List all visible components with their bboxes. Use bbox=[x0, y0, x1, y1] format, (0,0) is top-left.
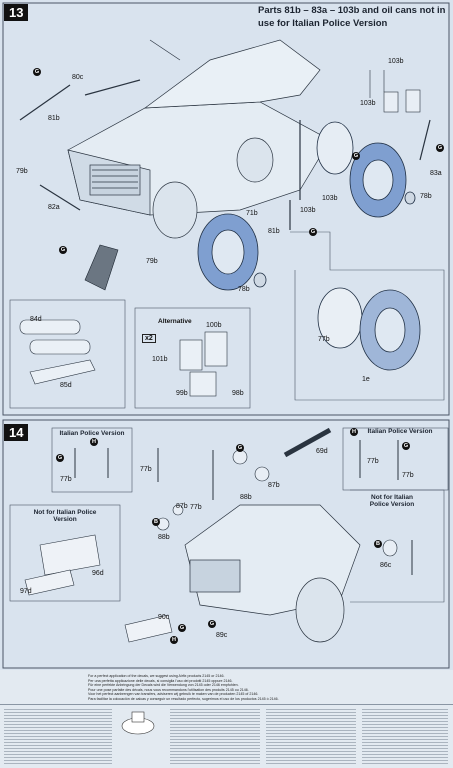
callout-77b: 77b bbox=[318, 336, 330, 343]
glue-dot-icon: H bbox=[90, 438, 98, 446]
glue-dot-icon: G bbox=[33, 68, 41, 76]
decal-advice-fr: Pour une pose parfaite des décals, nous … bbox=[88, 687, 249, 692]
decal-advice-nl: Voor het perfect aanbrengen van transfer… bbox=[88, 692, 259, 697]
callout-82a: 82a bbox=[48, 204, 60, 211]
decal-instructions-col2 bbox=[170, 707, 260, 765]
step-14-number: 14 bbox=[9, 425, 24, 440]
callout-99b: 99b bbox=[176, 390, 188, 397]
callout-81b-a: 81b bbox=[48, 115, 60, 122]
callout-78b-b: 78b bbox=[420, 193, 432, 200]
callout-81b-b: 81b bbox=[268, 228, 280, 235]
callout-103b-a: 103b bbox=[388, 58, 404, 65]
glue-dot-icon: G bbox=[178, 624, 186, 632]
callout-84d: 84d bbox=[30, 316, 42, 323]
decal-advice-en: For a perfect application of the decals,… bbox=[88, 674, 225, 678]
armored-car-hull bbox=[67, 39, 331, 239]
callout-89c: 89c bbox=[216, 632, 228, 639]
not-for-right-title: Not for Italian Police Version bbox=[369, 494, 415, 508]
step-13-badge: 13 bbox=[4, 4, 29, 21]
callout-103b-b: 103b bbox=[360, 100, 376, 107]
italian-police-right-title: Italian Police Version bbox=[367, 428, 433, 435]
callout-90c: 90c bbox=[158, 614, 170, 621]
callout-87b-a: 87b bbox=[268, 482, 280, 489]
glue-dot-icon: B bbox=[374, 540, 382, 548]
callout-88b-a: 88b bbox=[240, 494, 252, 501]
step-14-badge: 14 bbox=[4, 424, 29, 441]
italian-police-left-title: Italian Police Version bbox=[59, 430, 125, 437]
callout-77b-d: 77b bbox=[367, 458, 379, 465]
callout-71b: 71b bbox=[246, 210, 258, 217]
x2-label: x2 bbox=[142, 334, 156, 343]
callout-79b-b: 79b bbox=[146, 258, 158, 265]
exhaust-muffler bbox=[84, 244, 119, 291]
glue-dot-icon: G bbox=[236, 444, 244, 452]
decal-dish-icon-svg bbox=[121, 711, 155, 735]
glue-dot-icon: G bbox=[352, 152, 360, 160]
callout-87b-b: 87b bbox=[176, 503, 188, 510]
decal-advice-es: Para facilitar la colocación de calcas y… bbox=[88, 696, 279, 701]
glue-dot-icon: H bbox=[170, 636, 178, 644]
wheels bbox=[197, 121, 416, 291]
glue-dot-icon: G bbox=[436, 144, 444, 152]
glue-dot-icon: G bbox=[402, 442, 410, 450]
armored-car-hull-step14 bbox=[184, 504, 361, 643]
callout-103b-d: 103b bbox=[322, 195, 338, 202]
footer-separator bbox=[0, 704, 453, 705]
callout-96d: 96d bbox=[92, 570, 104, 577]
callout-86c: 86c bbox=[380, 562, 392, 569]
glue-dot-icon: G bbox=[59, 246, 67, 254]
not-for-left-title: Not for Italian Police Version bbox=[33, 509, 97, 523]
callout-77b-a: 77b bbox=[60, 476, 72, 483]
callout-80c: 80c bbox=[72, 74, 84, 81]
callout-88b-b: 88b bbox=[158, 534, 170, 541]
glue-dot-icon: H bbox=[350, 428, 358, 436]
callout-100b: 100b bbox=[206, 322, 222, 329]
callout-78b-a: 78b bbox=[238, 286, 250, 293]
callout-83a: 83a bbox=[430, 170, 442, 177]
callout-77b-e: 77b bbox=[402, 472, 414, 479]
callout-77b-b: 77b bbox=[140, 466, 152, 473]
decal-instructions-col1 bbox=[4, 707, 112, 765]
decal-instructions-col4 bbox=[362, 707, 448, 765]
callout-98b: 98b bbox=[232, 390, 244, 397]
glue-dot-icon: G bbox=[56, 454, 64, 462]
callout-69d: 69d bbox=[316, 448, 328, 455]
callout-85d: 85d bbox=[60, 382, 72, 389]
alternative-label: Alternative bbox=[158, 318, 192, 325]
decal-advice-de: Für eine perfekte Anbringung der Decals … bbox=[88, 683, 239, 688]
callout-101b: 101b bbox=[152, 356, 168, 363]
callout-77b-c: 77b bbox=[190, 504, 202, 511]
decal-advice-text: For a perfect application of the decals,… bbox=[88, 674, 368, 702]
callout-1e: 1e bbox=[362, 376, 370, 383]
callout-97d: 97d bbox=[20, 588, 32, 595]
step-13-number: 13 bbox=[9, 5, 24, 20]
glue-dot-icon: G bbox=[208, 620, 216, 628]
glue-dot-icon: B bbox=[152, 518, 160, 526]
decal-instructions-col3 bbox=[266, 707, 356, 765]
callout-103b-c: 103b bbox=[300, 207, 316, 214]
decal-dish-icon bbox=[118, 708, 158, 738]
callout-79b-a: 79b bbox=[16, 168, 28, 175]
step-13-title-line2: use for Italian Police Version bbox=[258, 18, 388, 29]
glue-dot-icon: G bbox=[309, 228, 317, 236]
step-13-title-line1: Parts 81b – 83a – 103b and oil cans not … bbox=[258, 5, 446, 16]
decal-advice-it: Per una perfetta applicazione delle deca… bbox=[88, 678, 233, 683]
step-13-title: Parts 81b – 83a – 103b and oil cans not … bbox=[258, 4, 448, 30]
